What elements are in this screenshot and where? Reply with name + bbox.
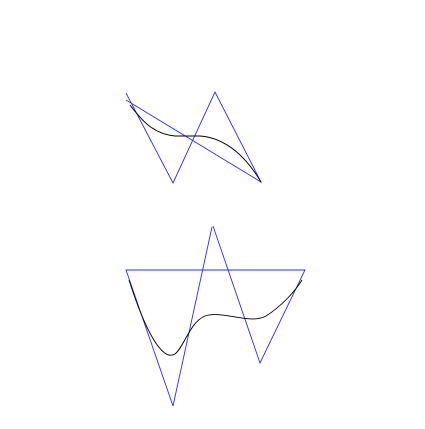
lower-control-polygon-outer-right (172, 226, 213, 407)
lower-bezier-curve (128, 279, 303, 356)
upper-bezier-curve (129, 104, 262, 183)
lower-figure (125, 225, 306, 407)
upper-control-polygon (125, 90, 263, 185)
upper-figure (125, 90, 263, 185)
